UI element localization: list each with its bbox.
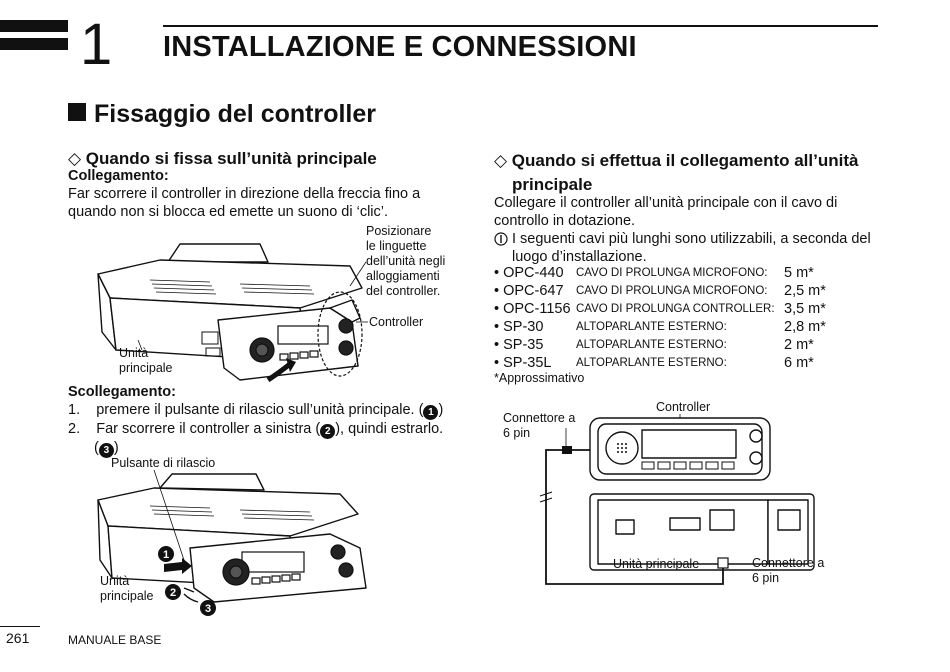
header-bar-top xyxy=(0,20,68,32)
badge-1: 1 xyxy=(163,549,169,561)
cable-model: • OPC-1156 xyxy=(494,301,571,317)
cable-list: • OPC-440 CAVO DI PROLUNGA MICROFONO: 5 … xyxy=(494,265,854,375)
step-badge: 3 xyxy=(98,443,114,458)
cable-row: • OPC-1156 CAVO DI PROLUNGA CONTROLLER: … xyxy=(494,301,854,319)
cable-model: • SP-30 xyxy=(494,319,544,335)
header-bar-bottom xyxy=(0,38,68,50)
cable-row: • SP-30 ALTOPARLANTE ESTERNO: 2,8 m* xyxy=(494,319,854,337)
cable-length: 2 m* xyxy=(784,337,814,353)
callout-tabs-line: del controller. xyxy=(366,284,441,298)
cable-row: • SP-35 ALTOPARLANTE ESTERNO: 2 m* xyxy=(494,337,854,355)
label-main-line: Unità xyxy=(100,574,130,588)
detach-heading: Scollegamento: xyxy=(68,384,176,400)
cable-row: • SP-35L ALTOPARLANTE ESTERNO: 6 m* xyxy=(494,355,854,373)
cable-length: 2,5 m* xyxy=(784,283,826,299)
fig3-label-main-unit: Unità principale xyxy=(613,557,700,571)
connector-label-line: 6 pin xyxy=(752,571,780,585)
cable-row: • OPC-647 CAVO DI PROLUNGA MICROFONO: 2,… xyxy=(494,283,854,301)
square-bullet-icon xyxy=(68,103,86,121)
footer-rule xyxy=(0,626,40,627)
section-title: Fissaggio del controller xyxy=(68,100,376,129)
cable-length: 2,8 m* xyxy=(784,319,826,335)
detach-step-1: 1. premere il pulsante di rilascio sull’… xyxy=(68,401,448,420)
label-controller: Controller xyxy=(369,315,424,329)
attach-figure xyxy=(97,243,368,383)
callout-tabs-line: dell’unità negli xyxy=(366,254,446,268)
step-badge: 1 xyxy=(423,405,439,420)
detach-step-2-cont: (3) xyxy=(94,440,119,458)
cable-desc: ALTOPARLANTE ESTERNO: xyxy=(576,357,727,369)
cable-model: • SP-35 xyxy=(494,337,544,353)
cable-desc: CAVO DI PROLUNGA MICROFONO: xyxy=(576,285,768,297)
right-subtitle-line-1: ◇ Quando si effettua il collegamento all… xyxy=(494,151,859,170)
step-tail: ), quindi estrarlo. xyxy=(335,421,444,437)
note-line-1: I seguenti cavi più lunghi sono utilizza… xyxy=(512,231,871,247)
detach-badges: 1 2 3 xyxy=(158,546,216,616)
step-text: premere il pulsante di rilascio sull’uni… xyxy=(96,402,424,418)
cable-model: • OPC-647 xyxy=(494,283,564,299)
fig3-label-connector-b: Connettore a 6 pin xyxy=(752,556,824,586)
cable-length: 3,5 m* xyxy=(784,301,826,317)
connection-figure xyxy=(539,414,815,585)
callout-tabs-line: alloggiamenti xyxy=(366,269,440,283)
step-text: Far scorrere il controller a sinistra ( xyxy=(96,421,321,437)
connector-label-line: Connettore a xyxy=(752,556,825,570)
detach-figure: 1 2 3 xyxy=(97,470,367,616)
page-number: 261 xyxy=(6,630,30,646)
fig3-label-controller: Controller xyxy=(656,400,711,414)
detach-steps: 1. premere il pulsante di rilascio sull’… xyxy=(68,401,448,458)
intro-line-1: Collegare il controller all’unità princi… xyxy=(494,195,838,211)
badge-3: 3 xyxy=(205,603,211,615)
attach-text-line-1: Far scorrere il controller in direzione … xyxy=(68,186,421,202)
badge-2: 2 xyxy=(170,587,176,599)
label-main-unit-1: Unità principale xyxy=(119,346,173,376)
left-subtitle: ◇ Quando si fissa sull’unità principale xyxy=(68,149,377,168)
right-subtitle-line-2: principale xyxy=(512,175,593,194)
footer-manual-name: MANUALE BASE xyxy=(68,633,162,647)
step-badge: 2 xyxy=(320,424,336,439)
info-icon xyxy=(494,232,508,246)
cable-model: • SP-35L xyxy=(494,355,552,371)
callout-tabs: Posizionare le linguette dell’unità negl… xyxy=(366,224,445,299)
step-number: 1. xyxy=(68,402,81,418)
callout-tabs-line: le linguette xyxy=(366,239,427,253)
cable-row: • OPC-440 CAVO DI PROLUNGA MICROFONO: 5 … xyxy=(494,265,854,283)
label-release-button: Pulsante di rilascio xyxy=(111,456,216,470)
step-tail: ) xyxy=(438,402,444,418)
step-number: 2. xyxy=(68,421,81,437)
cable-desc: CAVO DI PROLUNGA CONTROLLER: xyxy=(576,303,775,315)
header-rule xyxy=(163,25,878,27)
label-main-line: principale xyxy=(100,589,154,603)
cable-desc: ALTOPARLANTE ESTERNO: xyxy=(576,339,727,351)
label-main-unit-2: Unità principale xyxy=(100,574,154,604)
cable-length: 6 m* xyxy=(784,355,814,371)
cable-desc: CAVO DI PROLUNGA MICROFONO: xyxy=(576,267,768,279)
connector-label-line: 6 pin xyxy=(503,426,531,440)
cable-length: 5 m* xyxy=(784,265,814,281)
chapter-title: INSTALLAZIONE E CONNESSIONI xyxy=(163,31,637,63)
connector-label-line: Connettore a xyxy=(503,411,576,425)
section-title-text: Fissaggio del controller xyxy=(94,100,376,128)
approx-note: *Approssimativo xyxy=(494,371,585,385)
intro-line-2: controllo in dotazione. xyxy=(494,213,636,229)
fig3-label-connector-a: Connettore a 6 pin xyxy=(503,411,575,441)
cable-model: • OPC-440 xyxy=(494,265,564,281)
cable-desc: ALTOPARLANTE ESTERNO: xyxy=(576,321,727,333)
note-line-2: luogo d’installazione. xyxy=(512,249,647,265)
detach-step-2: 2. Far scorrere il controller a sinistra… xyxy=(68,420,448,439)
callout-tabs-line: Posizionare xyxy=(366,224,432,238)
label-main-line: Unità xyxy=(119,346,149,360)
chapter-number: 1 xyxy=(80,12,113,77)
attach-text-line-2: quando non si blocca ed emette un suono … xyxy=(68,204,389,220)
attach-heading: Collegamento: xyxy=(68,168,169,184)
label-main-line: principale xyxy=(119,361,173,375)
